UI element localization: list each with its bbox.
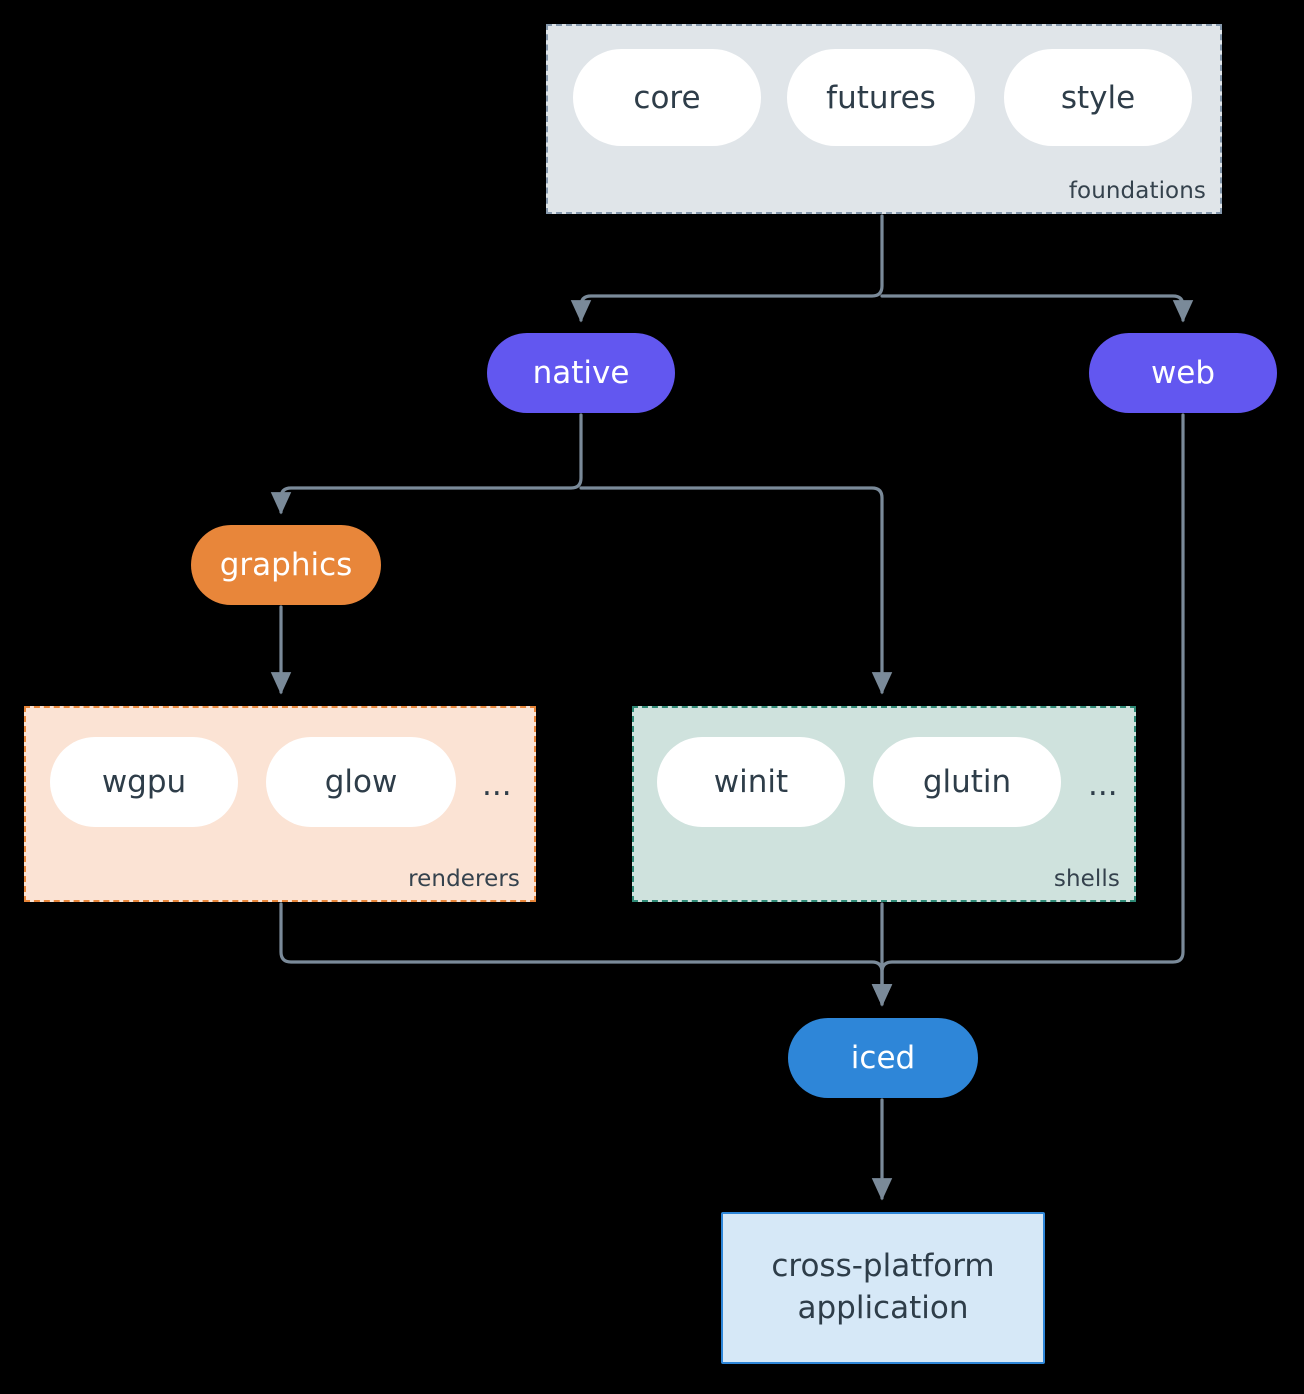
node-cross-platform-application[interactable]: cross-platform application <box>721 1212 1045 1364</box>
node-wgpu[interactable]: wgpu <box>50 737 238 827</box>
renderers-overflow-ellipsis: ... <box>482 767 512 803</box>
edge-foundations-bus <box>570 214 884 323</box>
node-iced[interactable]: iced <box>788 1018 978 1098</box>
node-glow-label: glow <box>324 764 398 800</box>
node-web[interactable]: web <box>1089 333 1277 413</box>
node-style-label: style <box>1060 79 1136 116</box>
edge-native-graphics <box>270 413 583 515</box>
node-core-label: core <box>633 79 701 116</box>
node-futures-label: futures <box>826 79 936 116</box>
node-glutin-label: glutin <box>922 764 1012 800</box>
node-winit-label: winit <box>713 764 789 800</box>
edge-renderers-iced <box>279 902 893 1007</box>
node-iced-label: iced <box>850 1040 916 1076</box>
node-winit[interactable]: winit <box>657 737 845 827</box>
node-graphics[interactable]: graphics <box>191 525 381 605</box>
node-native[interactable]: native <box>487 333 675 413</box>
node-glutin[interactable]: glutin <box>873 737 1061 827</box>
cluster-label-shells: shells <box>1053 866 1120 892</box>
node-graphics-label: graphics <box>219 547 353 583</box>
node-web-label: web <box>1150 355 1216 391</box>
node-style[interactable]: style <box>1004 49 1192 146</box>
node-application-label: cross-platform application <box>771 1248 995 1326</box>
node-native-label: native <box>532 355 630 391</box>
cluster-label-renderers: renderers <box>408 866 520 892</box>
cluster-label-foundations: foundations <box>1068 178 1206 204</box>
edge-foundations-web <box>880 294 1194 323</box>
node-glow[interactable]: glow <box>266 737 456 827</box>
node-core[interactable]: core <box>573 49 761 146</box>
node-wgpu-label: wgpu <box>101 764 187 800</box>
shells-overflow-ellipsis: ... <box>1088 767 1118 803</box>
edge-native-shells <box>579 486 893 695</box>
node-futures[interactable]: futures <box>787 49 975 146</box>
